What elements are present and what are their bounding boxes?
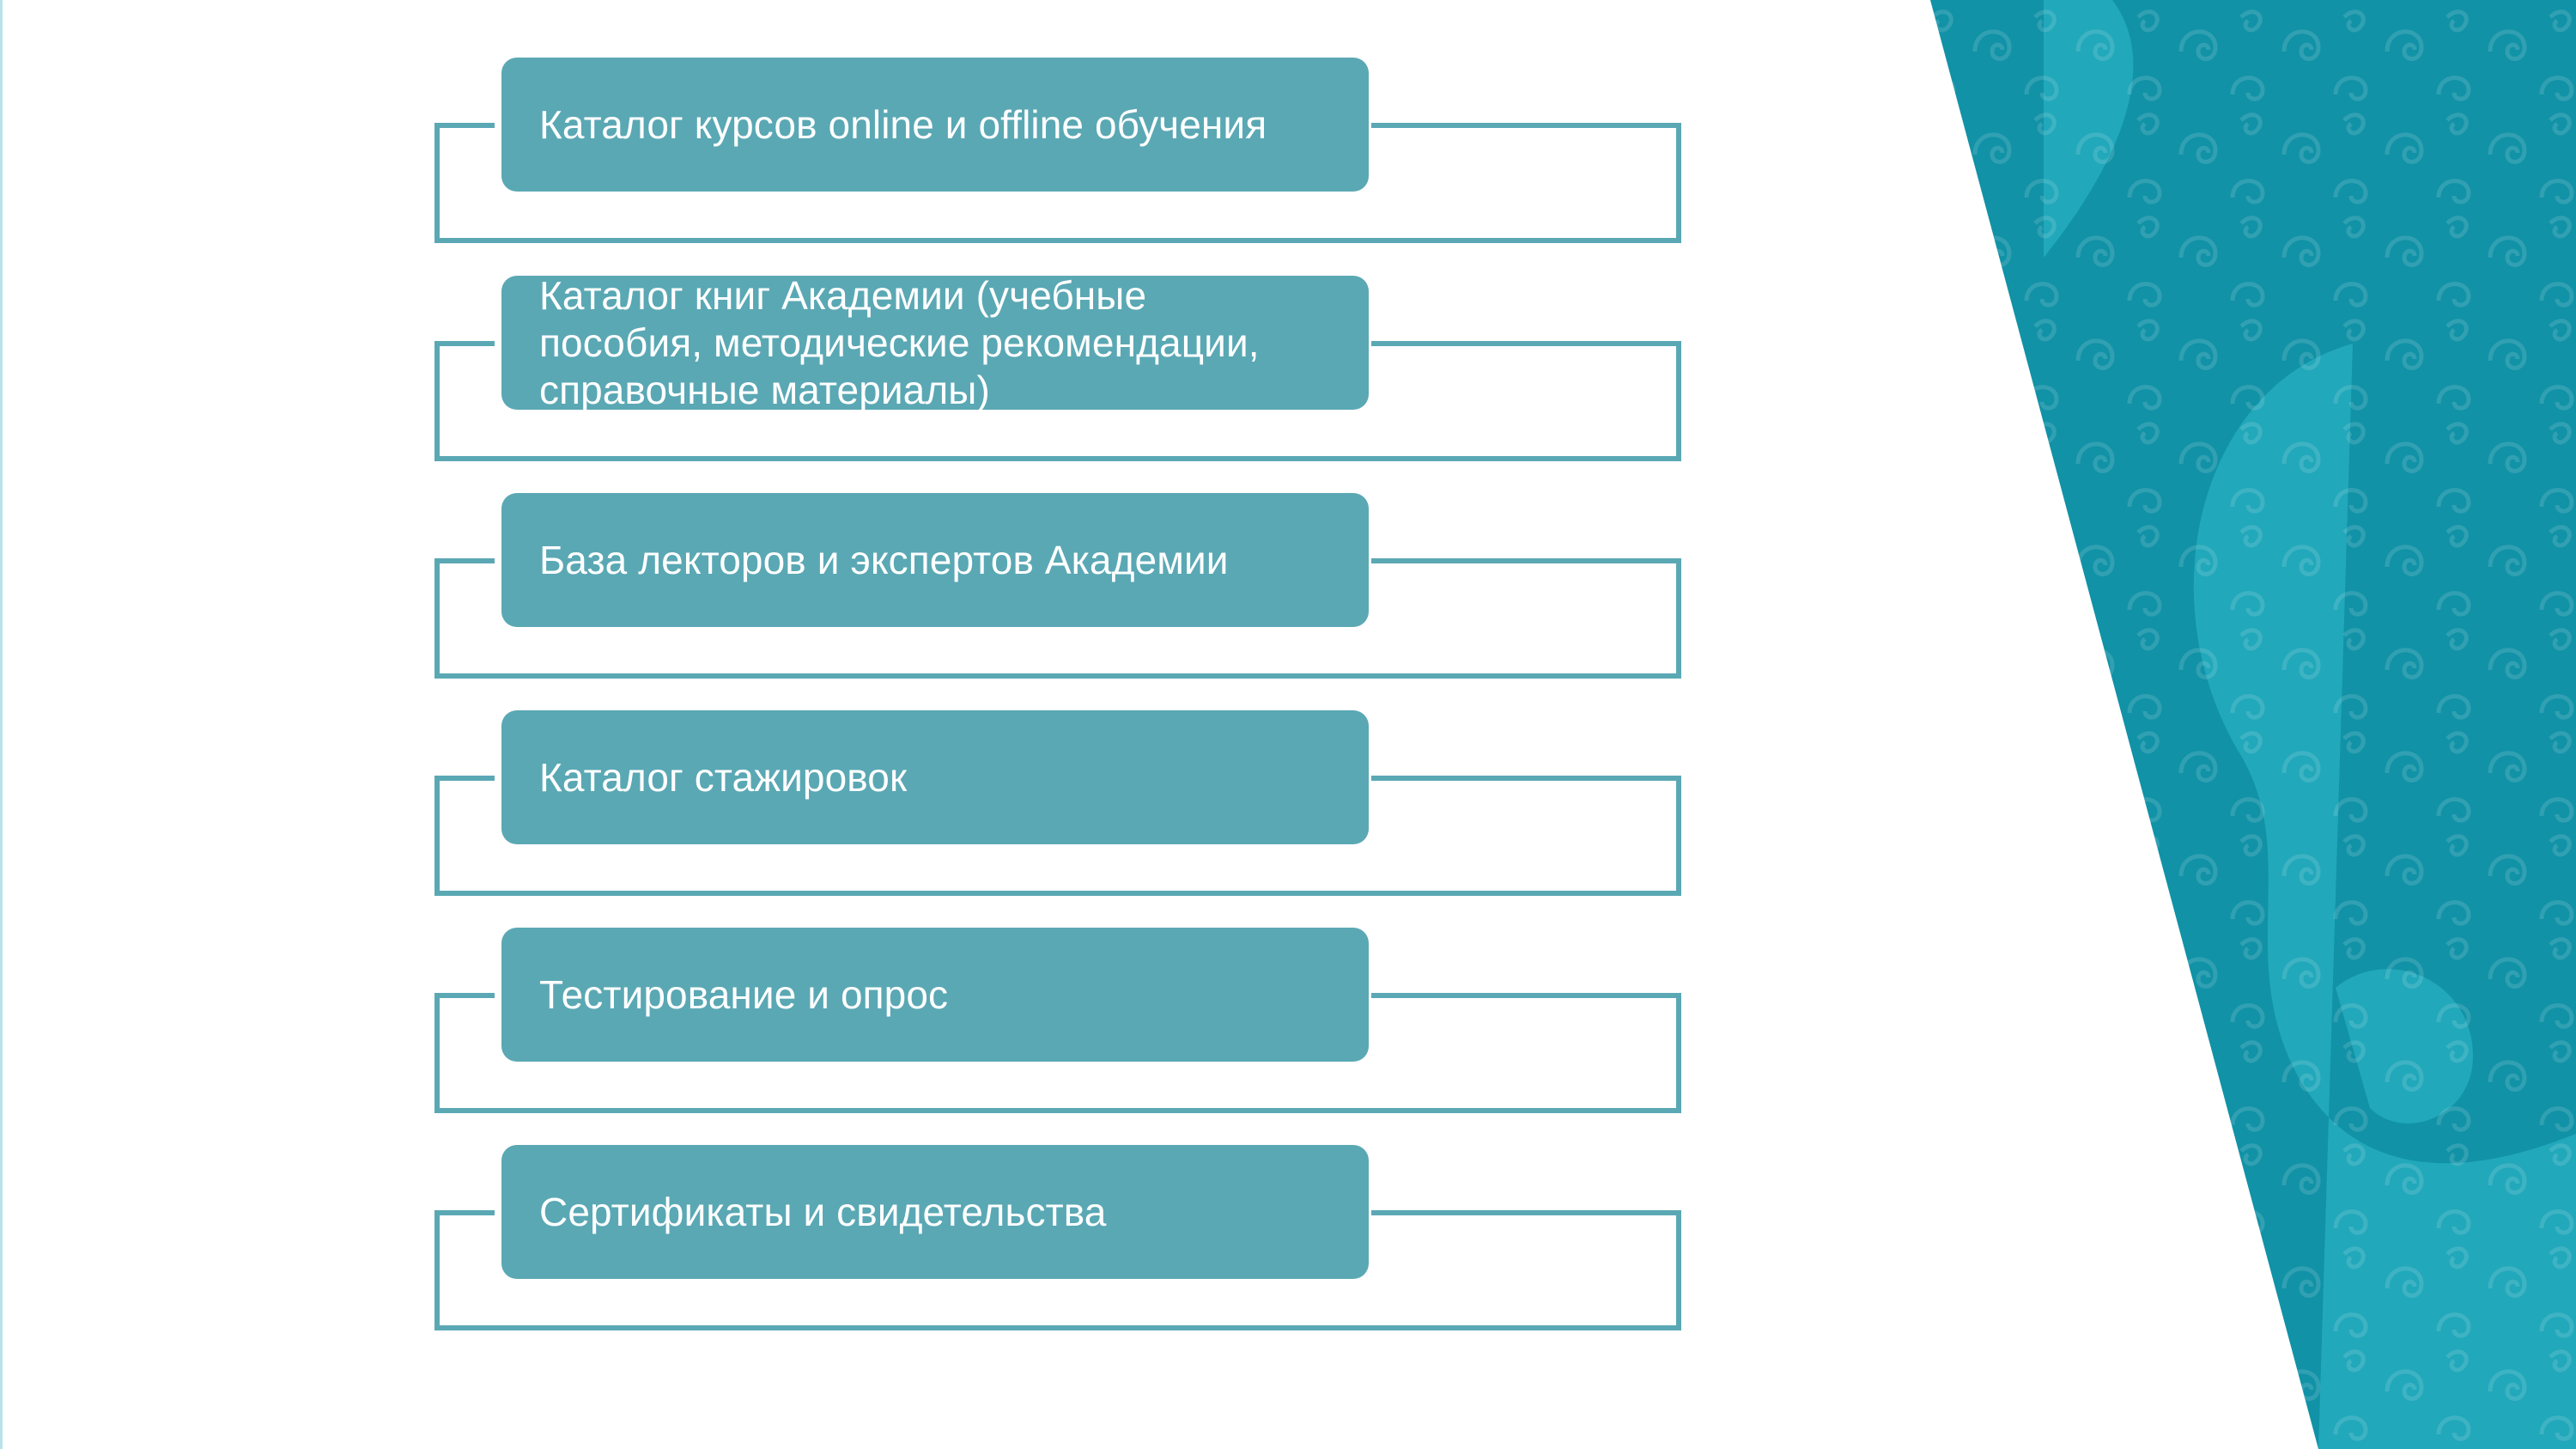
bracket-top-left-segment bbox=[434, 993, 495, 998]
item-bracket-frame bbox=[434, 558, 1681, 679]
diagram-item: Тестирование и опрос bbox=[434, 928, 1681, 1117]
left-edge-accent bbox=[0, 0, 3, 1449]
bracket-top-right-segment bbox=[1371, 993, 1681, 998]
item-box: Тестирование и опрос bbox=[501, 928, 1369, 1062]
item-label: Каталог стажировок bbox=[539, 754, 908, 800]
bracket-top-right-segment bbox=[1371, 341, 1681, 346]
item-label: Каталог книг Академии (учебные пособия, … bbox=[539, 272, 1260, 412]
item-label: База лекторов и экспертов Академии bbox=[539, 537, 1229, 582]
bracket-top-right-segment bbox=[1371, 1210, 1681, 1215]
bracket-top-right-segment bbox=[1371, 776, 1681, 781]
item-label: Каталог курсов online и offline обучения bbox=[539, 101, 1267, 147]
bracket-top-left-segment bbox=[434, 776, 495, 781]
item-box: База лекторов и экспертов Академии bbox=[501, 493, 1369, 627]
item-box: Каталог курсов online и offline обучения bbox=[501, 58, 1369, 192]
item-label: Сертификаты и свидетельства bbox=[539, 1189, 1107, 1234]
item-bracket-frame bbox=[434, 1210, 1681, 1330]
bracket-top-left-segment bbox=[434, 123, 495, 128]
item-box: Каталог стажировок bbox=[501, 710, 1369, 844]
bracket-top-left-segment bbox=[434, 1210, 495, 1215]
diagram-item: Каталог книг Академии (учебные пособия, … bbox=[434, 273, 1681, 465]
bracket-top-left-segment bbox=[434, 558, 495, 563]
item-label: Тестирование и опрос bbox=[539, 971, 949, 1017]
diagram-item: Каталог стажировок bbox=[434, 710, 1681, 899]
item-bracket-frame bbox=[434, 776, 1681, 896]
bracket-top-right-segment bbox=[1371, 558, 1681, 563]
bracket-top-left-segment bbox=[434, 341, 495, 346]
diagram-item: База лекторов и экспертов Академии bbox=[434, 493, 1681, 682]
item-box: Сертификаты и свидетельства bbox=[501, 1145, 1369, 1279]
bracket-top-right-segment bbox=[1371, 123, 1681, 128]
diagram-item: Каталог курсов online и offline обучения bbox=[434, 58, 1681, 247]
item-bracket-frame bbox=[434, 993, 1681, 1113]
item-bracket-frame bbox=[434, 341, 1681, 461]
item-box: Каталог книг Академии (учебные пособия, … bbox=[501, 273, 1369, 412]
item-bracket-frame bbox=[434, 123, 1681, 243]
diagram-item: Сертификаты и свидетельства bbox=[434, 1145, 1681, 1334]
